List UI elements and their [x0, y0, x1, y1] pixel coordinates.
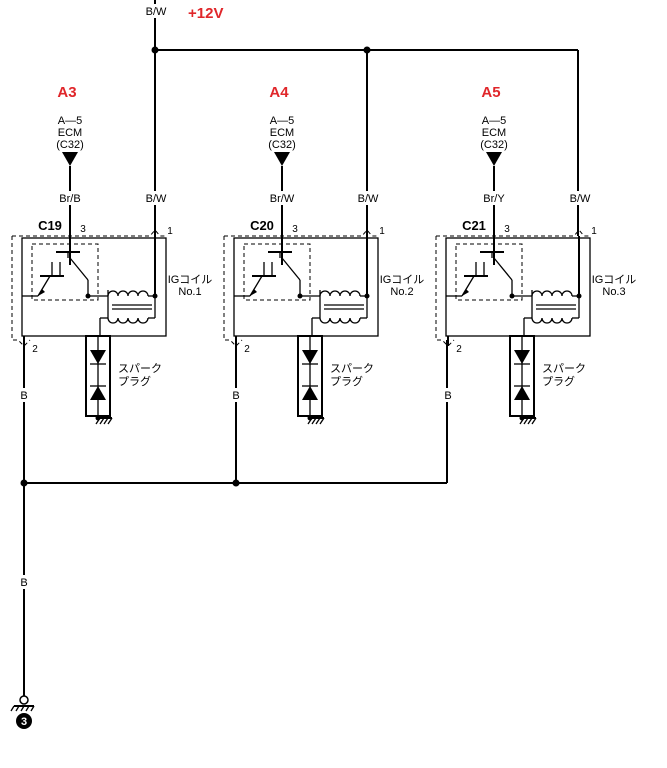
power-wire-label: B/W [146, 6, 167, 18]
signal-wire-label: Br/Y [483, 193, 505, 205]
ecm-name-label: ECM [482, 127, 506, 139]
ecm-pin-tag: A4 [269, 84, 289, 101]
coil-winding-icon [319, 290, 361, 297]
coil-name-label: IGコイル [592, 274, 637, 286]
pin-number: 3 [292, 224, 298, 235]
pin-number: 3 [504, 224, 510, 235]
pin-number: 1 [379, 226, 385, 237]
pin-number: 2 [456, 344, 462, 355]
pin-number: 2 [244, 344, 250, 355]
connector-label: C21 [462, 218, 486, 233]
coil-number-label: No.3 [602, 286, 625, 298]
ground-wire-label: B [20, 390, 27, 402]
terminal-arrow-icon [62, 152, 78, 166]
ground-symbol-icon [10, 690, 35, 712]
coil-number-label: No.1 [178, 286, 201, 298]
coil-winding-icon [107, 290, 149, 297]
signal-wire-label: Br/W [270, 193, 295, 205]
pin-number: 1 [591, 226, 597, 237]
terminal-arrow-icon [274, 152, 290, 166]
junction-dot [151, 46, 159, 54]
spark-plug-label: スパーク [542, 362, 586, 375]
coil-winding-icon [531, 290, 573, 297]
coil-number-label: No.2 [390, 286, 413, 298]
pin-number: 1 [167, 226, 173, 237]
spark-plug-label: スパーク [118, 362, 162, 375]
junction-dot [232, 479, 240, 487]
ground-wire-label: B [232, 390, 239, 402]
spark-plug-label: プラグ [542, 374, 575, 388]
igniter-box [243, 243, 311, 301]
spark-plug-label: プラグ [118, 374, 151, 388]
connector-outline [436, 229, 590, 237]
ecm-name-label: ECM [270, 127, 294, 139]
igniter-box [455, 243, 523, 301]
ecm-pin-label: A—5 [58, 115, 82, 127]
ground-point-badge [16, 713, 32, 729]
ground-wire-label: B [20, 577, 27, 589]
ecm-connector-label: (C32) [56, 139, 84, 151]
igniter-box [31, 243, 99, 301]
ecm-pin-tag: A5 [481, 84, 500, 101]
connector-label: C19 [38, 218, 62, 233]
connector-outline [12, 229, 166, 237]
ecm-pin-label: A—5 [482, 115, 506, 127]
ground-wire-label: B [444, 390, 451, 402]
coil-name-label: IGコイル [380, 274, 425, 286]
connector-label: C20 [250, 218, 274, 233]
pin-number: 3 [80, 224, 86, 235]
junction-dot [363, 46, 371, 54]
spark-plug-label: スパーク [330, 362, 374, 375]
spark-plug-label: プラグ [330, 374, 363, 388]
ecm-connector-label: (C32) [268, 139, 296, 151]
ecm-pin-label: A—5 [270, 115, 294, 127]
junction-dot [20, 479, 28, 487]
ecm-pin-tag: A3 [57, 84, 76, 101]
power-wire-label: B/W [358, 193, 379, 205]
power-wire-label: B/W [570, 193, 591, 205]
connector-outline [224, 229, 378, 237]
ecm-connector-label: (C32) [480, 139, 508, 151]
signal-wire-label: Br/B [59, 193, 80, 205]
voltage-label: +12V [188, 5, 223, 22]
coil-name-label: IGコイル [168, 274, 213, 286]
power-wire-label: B/W [146, 193, 167, 205]
terminal-arrow-icon [486, 152, 502, 166]
ground-point-number: 3 [21, 716, 27, 728]
pin-number: 2 [32, 344, 38, 355]
ecm-name-label: ECM [58, 127, 82, 139]
